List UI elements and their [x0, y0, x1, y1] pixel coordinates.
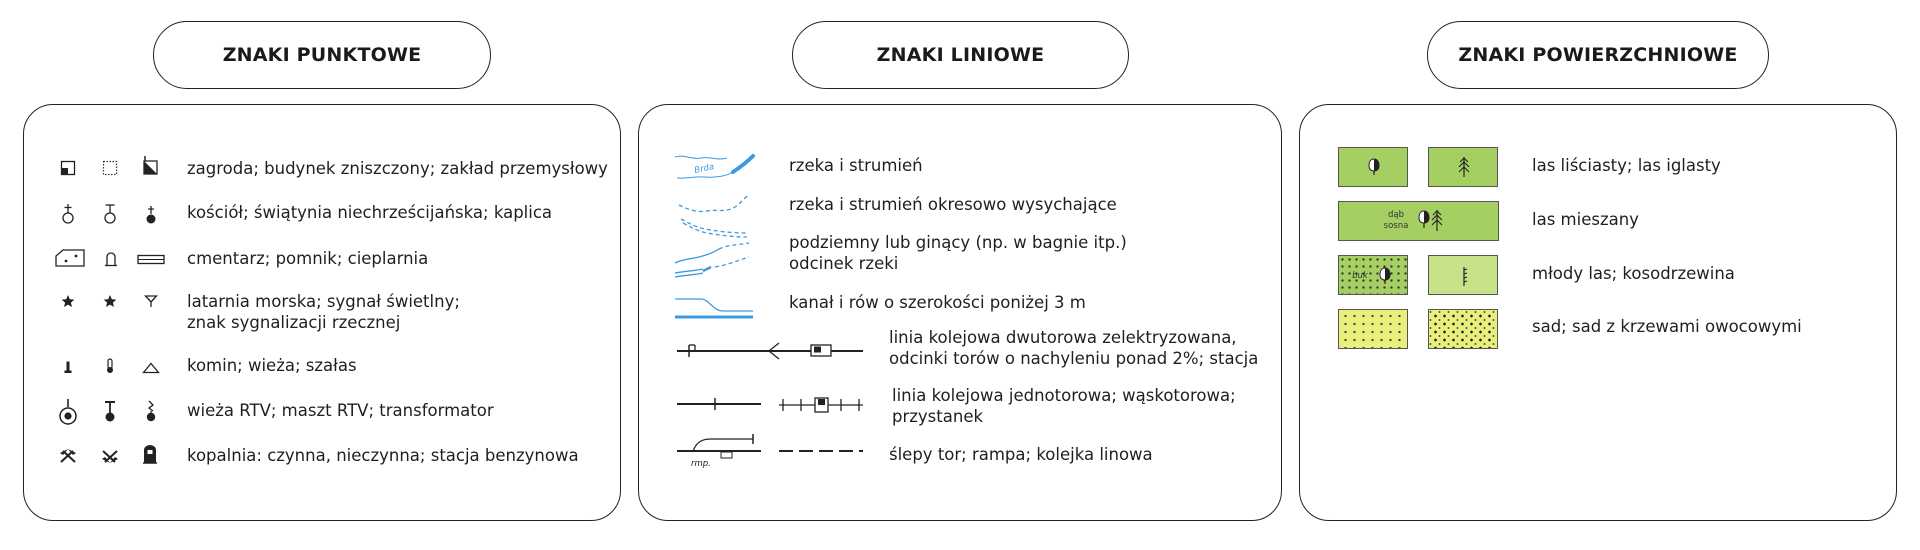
line-item-3-label-2: odcinek rzeki: [789, 254, 899, 273]
line-item-6-label: linia kolejowa jednotorowa; wąskotorowa;: [892, 386, 1236, 405]
lighthouse-icon: [61, 295, 75, 307]
dead-end-ramp-symbol: rmp.: [677, 434, 761, 469]
point-item-4-label-2: znak sygnalizacji rzecznej: [187, 313, 401, 332]
inactive-mine-icon: [102, 450, 118, 463]
dwarf-pine-icon: [1463, 267, 1468, 286]
area-item-3-label: młody las; kosodrzewina: [1532, 264, 1735, 283]
orchard-swatch: [1338, 309, 1408, 349]
line-signs-title: ZNAKI LINIOWE: [876, 44, 1045, 66]
farm-building-icon: [60, 160, 76, 176]
line-item-3-label: podziemny lub ginący (np. w bagnie itp.): [789, 233, 1127, 252]
mixed-trees-icon: [1418, 210, 1443, 231]
point-signs-header: ZNAKI PUNKTOWE: [153, 21, 491, 89]
active-mine-icon: [60, 449, 76, 463]
line-item-5-label-2: odcinki torów o nachyleniu ponad 2%; sta…: [889, 349, 1259, 368]
chapel-icon: [146, 206, 156, 224]
gas-station-icon: [143, 445, 157, 464]
mixed-forest-text-1: dąb: [1388, 210, 1404, 220]
coniferous-forest-swatch: [1428, 147, 1498, 187]
line-item-4-label: kanał i rów o szerokości poniżej 3 m: [789, 293, 1086, 312]
point-item-1-label: zagroda; budynek zniszczony; zakład prze…: [187, 159, 608, 178]
point-item-4-label: latarnia morska; sygnał świetlny;: [187, 292, 460, 311]
periodic-river-symbol: [678, 194, 750, 238]
destroyed-building-icon: [102, 160, 118, 176]
canal-symbol: [675, 298, 753, 319]
line-item-1-label: rzeka i strumień: [789, 156, 923, 175]
point-signs-panel: zagroda; budynek zniszczony; zakład prze…: [23, 104, 621, 521]
deciduous-forest-swatch: [1338, 147, 1408, 187]
double-electric-railway-symbol: [677, 342, 863, 360]
point-item-7-label: kopalnia: czynna, nieczynna; stacja benz…: [187, 446, 579, 465]
line-signs-panel: Brda rzeka i strumień rzeka i strumień o…: [638, 104, 1282, 521]
light-signal-icon: [103, 295, 117, 307]
mixed-forest-swatch: dąb sosna: [1338, 201, 1499, 241]
point-item-2-label: kościół; świątynia niechrześcijańska; ka…: [187, 203, 553, 222]
dwarf-pine-swatch: [1428, 255, 1498, 295]
line-item-7-label: ślepy tor; rampa; kolejka linowa: [889, 445, 1153, 464]
area-signs-title: ZNAKI POWIERZCHNIOWE: [1458, 44, 1738, 66]
area-signs-header: ZNAKI POWIERZCHNIOWE: [1427, 21, 1769, 89]
young-forest-text: buk: [1352, 271, 1368, 281]
monument-icon: [105, 252, 117, 267]
shelter-icon: [142, 362, 160, 374]
point-item-6-label: wieża RTV; maszt RTV; transformator: [187, 401, 494, 420]
ramp-abbr-label: rmp.: [691, 459, 711, 469]
point-signs-title: ZNAKI PUNKTOWE: [222, 44, 422, 66]
rtv-tower-icon: [59, 399, 77, 425]
cemetery-icon: [55, 249, 85, 267]
single-railway-symbol: [677, 398, 761, 410]
industrial-plant-icon: [143, 156, 158, 175]
area-item-1-label: las liściasty; las iglasty: [1532, 156, 1721, 175]
line-signs-header: ZNAKI LINIOWE: [792, 21, 1129, 89]
cable-car-symbol: [779, 450, 863, 452]
river-signal-icon: [144, 295, 158, 307]
deciduous-tree-icon: [1368, 158, 1380, 175]
coniferous-tree-icon: [1458, 157, 1470, 177]
line-item-2-label: rzeka i strumień okresowo wysychające: [789, 195, 1117, 214]
river-symbol: Brda: [674, 154, 755, 179]
point-item-3-label: cmentarz; pomnik; cieplarnia: [187, 249, 429, 268]
mixed-forest-text-2: sosna: [1383, 221, 1409, 231]
young-forest-swatch: buk: [1338, 255, 1408, 295]
chimney-icon: [64, 361, 72, 373]
point-item-5-label: komin; wieża; szałas: [187, 356, 357, 375]
area-item-2-label: las mieszany: [1532, 210, 1639, 229]
line-item-6-label-2: przystanek: [892, 407, 984, 426]
transformer-icon: [146, 400, 156, 422]
young-tree-icon: [1379, 267, 1391, 284]
underground-river-symbol: [674, 242, 750, 278]
church-icon: [62, 204, 74, 224]
area-item-4-label: sad; sad z krzewami owocowymi: [1532, 317, 1802, 336]
narrow-gauge-railway-symbol: [779, 397, 863, 413]
tower-icon: [107, 358, 113, 373]
greenhouse-icon: [137, 254, 165, 265]
river-name-label: Brda: [694, 162, 716, 176]
rtv-mast-icon: [105, 401, 115, 422]
non-christian-temple-icon: [104, 204, 116, 224]
orchard-with-shrubs-swatch: [1428, 309, 1498, 349]
area-signs-panel: las liściasty; las iglasty dąb sosna las…: [1299, 104, 1897, 521]
line-item-5-label: linia kolejowa dwutorowa zelektryzowana,: [889, 328, 1237, 347]
